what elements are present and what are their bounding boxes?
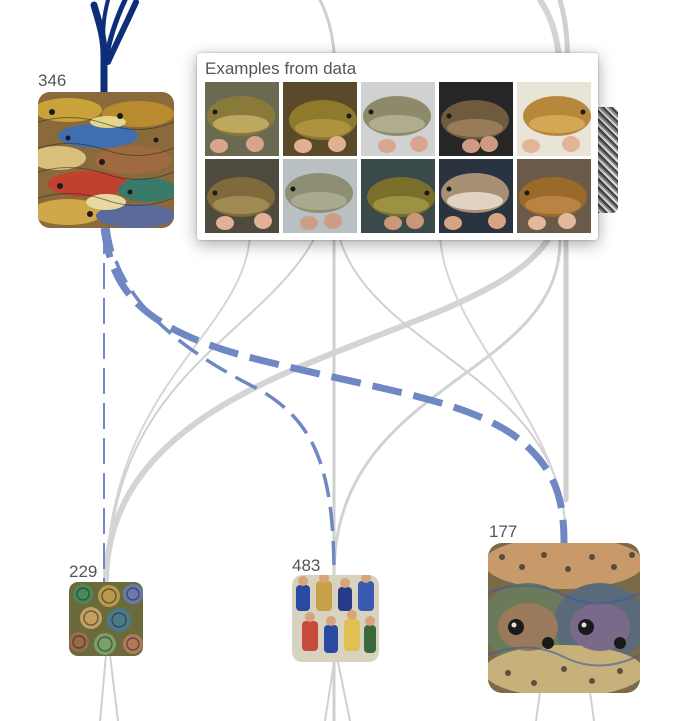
node-483-thumbnail[interactable] (292, 575, 379, 662)
fish-photo (205, 82, 279, 156)
fish-photo (361, 159, 435, 233)
edge-active-346-177 (100, 227, 568, 544)
fish-head-pattern-visualization (488, 543, 640, 693)
edge-active-incoming (90, 1, 108, 96)
fish-photo (517, 159, 591, 233)
example-image (205, 82, 279, 156)
edge-inactive (324, 661, 335, 721)
partially-hidden-node-thumbnail[interactable] (597, 107, 618, 213)
edge-inactive (535, 691, 541, 721)
edge-inactive (105, 229, 251, 581)
node-177-thumbnail[interactable] (488, 543, 640, 693)
fish-photo (205, 159, 279, 233)
fish-photo (517, 82, 591, 156)
edge-active-incoming (103, 0, 128, 63)
node-346-label: 346 (38, 71, 67, 90)
edge-inactive (589, 691, 595, 721)
example-image (361, 159, 435, 233)
edge-active-incoming (105, 0, 139, 65)
example-image (517, 159, 591, 233)
crowd-pattern-visualization (292, 575, 379, 662)
example-image (283, 82, 357, 156)
fish-photo (439, 159, 513, 233)
fish-photo (361, 82, 435, 156)
node-229-label: 229 (69, 562, 98, 581)
edge-inactive (333, 199, 567, 541)
edge-inactive (109, 654, 119, 721)
node-483-label: 483 (292, 556, 321, 575)
edge-active-346-483 (106, 227, 336, 576)
examples-popover: Examples from data (197, 53, 598, 240)
node-346-thumbnail[interactable] (38, 92, 174, 228)
fish-photo (283, 82, 357, 156)
node-229-thumbnail[interactable] (69, 582, 143, 656)
fish-pattern-visualization (38, 92, 174, 228)
edge-inactive (99, 654, 107, 721)
popover-title: Examples from data (205, 59, 357, 78)
node-177-label: 177 (489, 522, 518, 541)
edge-inactive (337, 661, 351, 721)
example-image (439, 159, 513, 233)
edge-inactive (103, 197, 563, 583)
edge-inactive (332, 238, 562, 577)
example-image (361, 82, 435, 156)
example-image (283, 159, 357, 233)
example-image (205, 159, 279, 233)
scale-pattern-visualization (69, 582, 143, 656)
example-image (439, 82, 513, 156)
fish-photo (283, 159, 357, 233)
example-image (517, 82, 591, 156)
edge-active-incoming (101, 0, 110, 52)
fish-photo (439, 82, 513, 156)
